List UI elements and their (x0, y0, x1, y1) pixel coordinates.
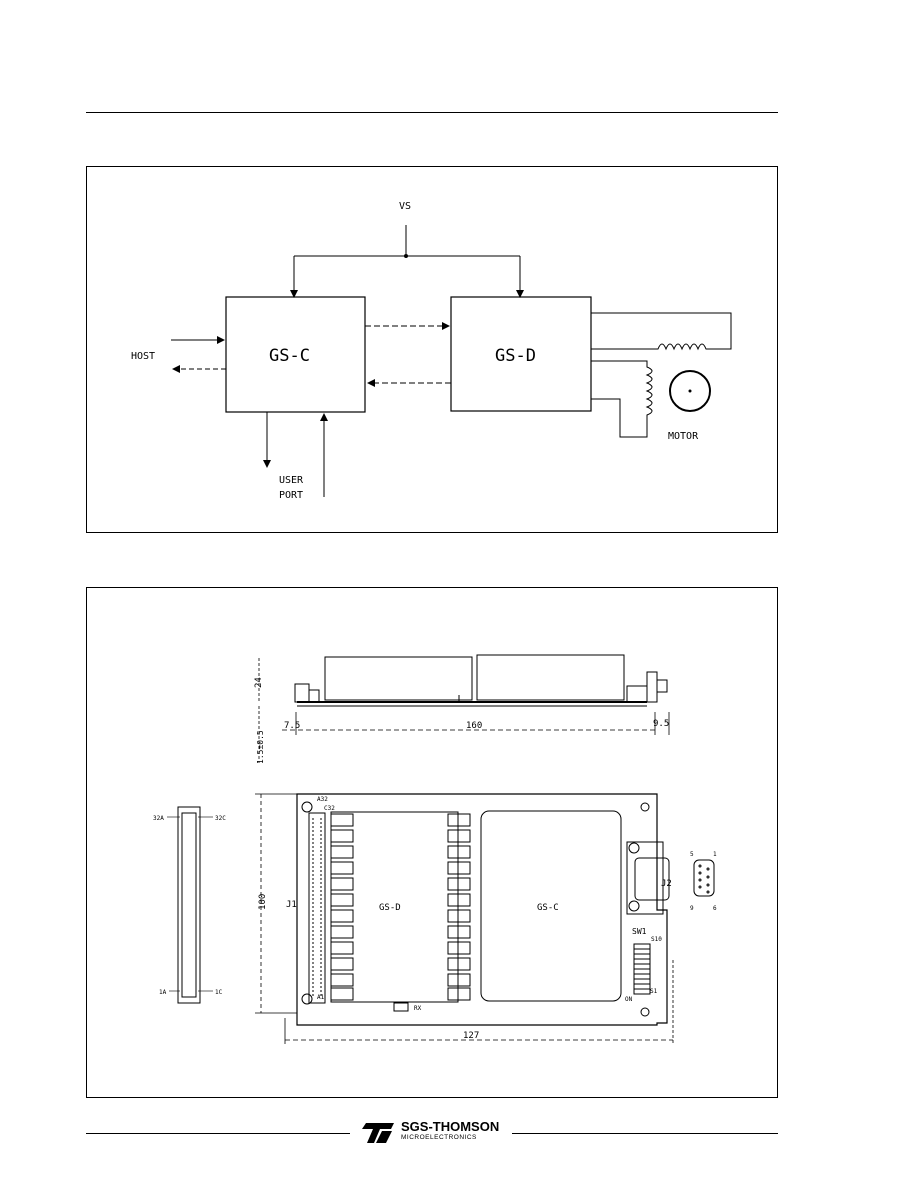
dsub-pinout-view (693, 859, 715, 897)
block-diagram: VS GS-C GS-D HOST USER PORT MOTOR (131, 201, 732, 501)
motor-winding-vertical (591, 360, 653, 438)
rx-component (393, 1002, 409, 1012)
dim-total: 127 (463, 1031, 479, 1041)
driver-module-outline (330, 811, 459, 1003)
pin-32a: 32A (153, 815, 164, 822)
supply-label: VS (399, 201, 411, 212)
footer-rule-right (512, 1133, 778, 1134)
pin-1c: 1C (215, 989, 223, 996)
driver-box (450, 296, 592, 412)
pin-1a: 1A (159, 989, 167, 996)
footer-rule-left (86, 1133, 350, 1134)
pin-c32-board: C32 (324, 805, 335, 812)
driver-label: GS-D (495, 346, 536, 366)
dsub-connector-j2 (626, 841, 670, 915)
board-driver-label: GS-D (379, 903, 401, 913)
mechanical-drawing-frame: 24 1.5±0.5 7.5 160 9.5 J1 A32 C32 A1 (86, 587, 778, 1098)
st-logo-icon (362, 1123, 394, 1143)
board-outline (296, 793, 668, 1026)
motor-label: MOTOR (668, 431, 699, 442)
pin-s1: S1 (650, 988, 658, 995)
edge-connector-j1 (308, 812, 326, 1004)
dim-thickness: 1.5±0.5 (256, 730, 265, 764)
dsub-pin6: 6 (713, 905, 717, 912)
dim-offset: 7.5 (284, 721, 300, 731)
dim-height: 24 (254, 677, 264, 688)
dsub-pin5: 5 (690, 851, 694, 858)
pin-a32-board: A32 (317, 796, 328, 803)
controller-label: GS-C (269, 346, 310, 366)
header-rule (86, 112, 778, 113)
user-port-label-2: PORT (279, 490, 303, 501)
controller-box (225, 296, 366, 413)
user-port-label-1: USER (279, 475, 304, 486)
dim-length: 160 (466, 721, 482, 731)
switch-on: ON (625, 996, 633, 1003)
motor-winding-horizontal (591, 312, 732, 351)
brand-sub: MICROELECTRONICS (401, 1134, 477, 1141)
switch-sw1: SW1 (632, 927, 647, 936)
dip-switch-sw1 (633, 943, 651, 995)
pin-s10: S10 (651, 936, 662, 943)
block-diagram-frame: VS GS-C GS-D HOST USER PORT MOTOR (86, 166, 778, 533)
connector-j2: J2 (661, 879, 672, 889)
board-controller-label: GS-C (537, 903, 559, 913)
connector-pinout-view (177, 806, 201, 1004)
mechanical-drawing: 24 1.5±0.5 7.5 160 9.5 J1 A32 C32 A1 (153, 654, 717, 1044)
dsub-pin9: 9 (690, 905, 694, 912)
side-view (294, 654, 668, 707)
pin-32c: 32C (215, 815, 226, 822)
pin-a1-board: A1 (317, 994, 325, 1001)
dim-right: 9.5 (653, 719, 669, 729)
dim-width: 100 (258, 894, 268, 910)
motor-icon (669, 370, 711, 412)
brand-name: SGS-THOMSON (401, 1119, 500, 1134)
rx-label: RX (414, 1005, 422, 1012)
driver-heatsink-fins (330, 813, 471, 1001)
host-label: HOST (131, 351, 155, 362)
dsub-pin1: 1 (713, 851, 717, 858)
connector-j1: J1 (286, 900, 297, 910)
controller-module-outline (480, 810, 622, 1002)
